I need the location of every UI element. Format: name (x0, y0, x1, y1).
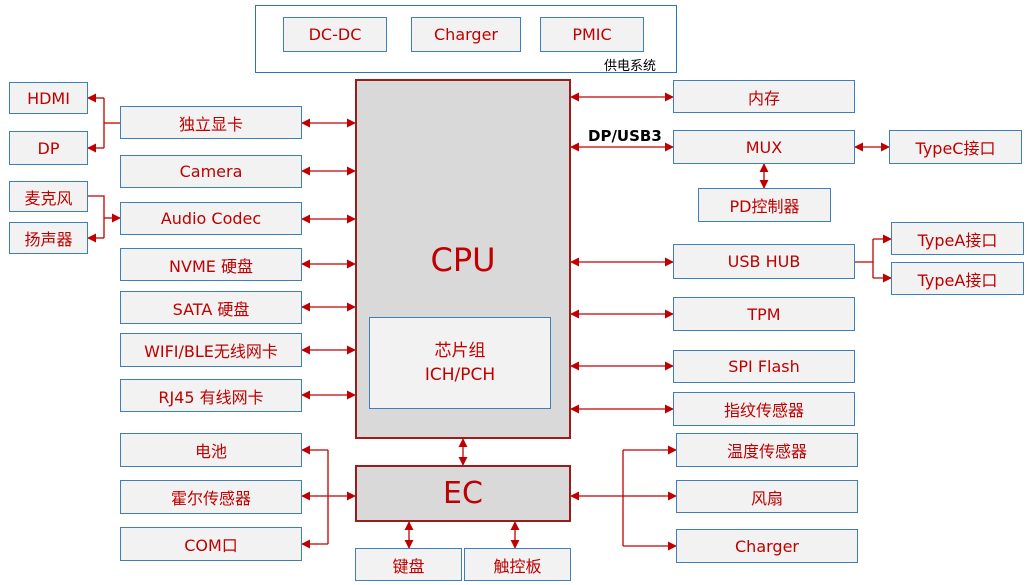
dp-block: DP (9, 131, 88, 165)
com-port-block: COM口 (120, 527, 302, 561)
memory-block: 内存 (673, 80, 855, 113)
hall-sensor-block: 霍尔传感器 (120, 480, 302, 514)
rj45-block: RJ45 有线网卡 (120, 379, 302, 412)
ec-charger-block: Charger (676, 529, 858, 563)
charger-block: Charger (411, 17, 521, 52)
fan-block: 风扇 (676, 480, 858, 513)
pmic-block: PMIC (540, 17, 644, 52)
tpm-block: TPM (673, 297, 855, 331)
ec-block: EC (355, 465, 571, 522)
usb-hub-block: USB HUB (673, 244, 855, 279)
typea-port-1-block: TypeA接口 (891, 222, 1024, 255)
camera-block: Camera (120, 155, 302, 188)
discrete-gpu-block: 独立显卡 (120, 106, 302, 139)
audio-codec-block: Audio Codec (120, 202, 302, 235)
dp-usb3-label: DP/USB3 (588, 127, 662, 145)
speaker-block: 扬声器 (9, 222, 88, 254)
nvme-block: NVME 硬盘 (120, 248, 302, 281)
chipset-block: 芯片组 ICH/PCH (369, 317, 551, 409)
hdmi-block: HDMI (9, 82, 88, 114)
chipset-label: 芯片组 (434, 341, 486, 361)
pd-controller-block: PD控制器 (698, 188, 831, 222)
mux-block: MUX (673, 130, 855, 164)
keyboard-block: 键盘 (355, 548, 462, 581)
microphone-block: 麦克风 (9, 181, 88, 212)
cpu-label: CPU (430, 241, 496, 279)
dcdc-block: DC-DC (283, 17, 387, 52)
battery-block: 电池 (120, 433, 302, 467)
temperature-sensor-block: 温度传感器 (676, 433, 858, 467)
typea-port-2-block: TypeA接口 (891, 262, 1024, 295)
fingerprint-sensor-block: 指纹传感器 (673, 392, 855, 426)
touchpad-block: 触控板 (464, 548, 571, 581)
chipset-model: ICH/PCH (424, 365, 496, 385)
spi-flash-block: SPI Flash (673, 350, 855, 383)
typec-port-block: TypeC接口 (889, 130, 1022, 164)
sata-block: SATA 硬盘 (120, 291, 302, 324)
wifi-ble-block: WIFI/BLE无线网卡 (120, 333, 302, 367)
power-system-label: 供电系统 (604, 59, 657, 74)
